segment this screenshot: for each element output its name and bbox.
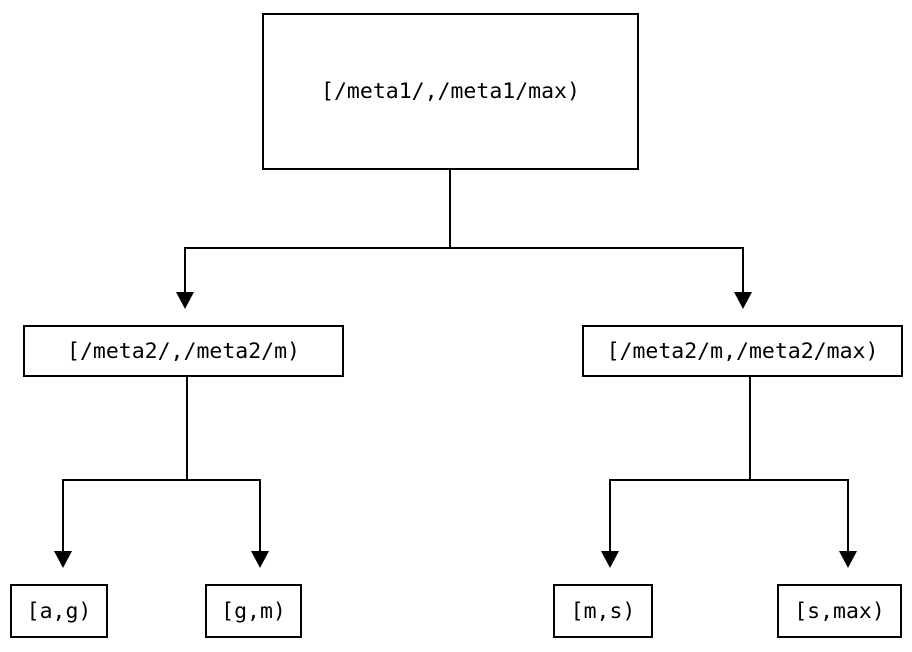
- connector-left-to-leaves: [62, 377, 261, 552]
- node-meta2-lower-range-label: [/meta2/,/meta2/m): [67, 338, 300, 364]
- node-meta2-upper-range: [/meta2/m,/meta2/max): [582, 325, 903, 377]
- node-meta2-lower-range: [/meta2/,/meta2/m): [23, 325, 344, 377]
- arrowhead-icon: [839, 551, 857, 568]
- arrowhead-icon: [734, 292, 752, 309]
- node-leaf-g-m-label: [g,m): [221, 598, 286, 624]
- connector-right-to-leaves: [609, 377, 849, 552]
- node-leaf-a-g-label: [a,g): [26, 598, 92, 624]
- arrowhead-icon: [601, 551, 619, 568]
- node-meta1-range: [/meta1/,/meta1/max): [262, 13, 639, 170]
- connector-root-to-level2: [184, 170, 744, 292]
- node-leaf-s-max-label: [s,max): [794, 598, 885, 624]
- node-leaf-s-max: [s,max): [777, 584, 902, 638]
- node-leaf-m-s-label: [m,s): [570, 598, 636, 624]
- arrowhead-icon: [251, 551, 269, 568]
- node-leaf-a-g: [a,g): [10, 584, 108, 638]
- arrowhead-icon: [54, 551, 72, 568]
- arrowhead-icon: [176, 292, 194, 309]
- node-meta1-range-label: [/meta1/,/meta1/max): [321, 79, 580, 104]
- node-meta2-upper-range-label: [/meta2/m,/meta2/max): [606, 338, 879, 364]
- node-leaf-m-s: [m,s): [553, 584, 653, 638]
- node-leaf-g-m: [g,m): [205, 584, 302, 638]
